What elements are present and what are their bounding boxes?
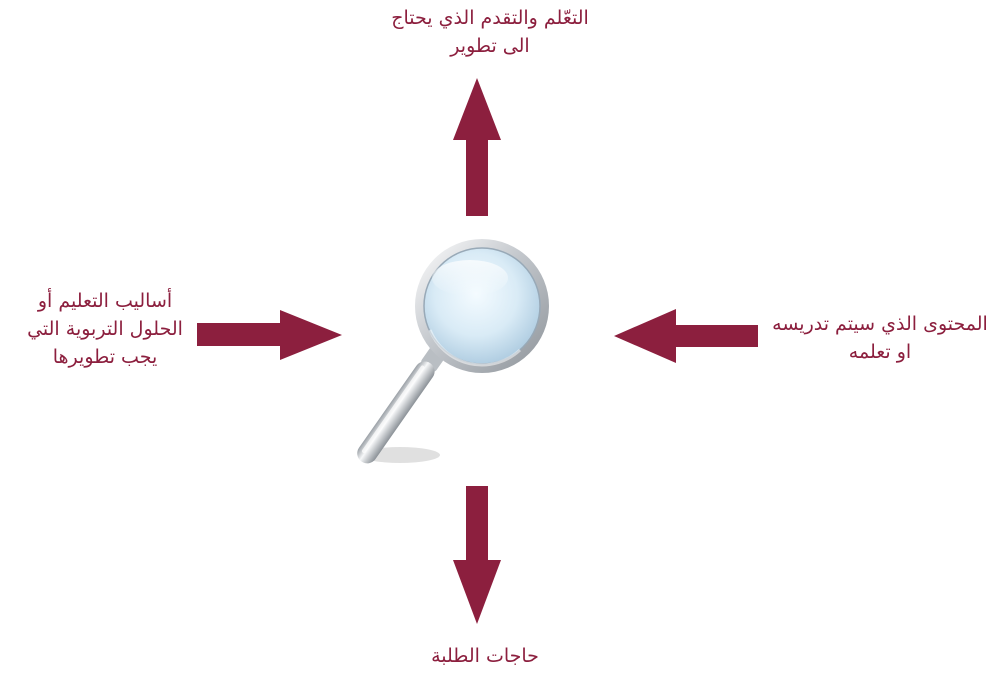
label-left: أساليب التعليم أو الحلول التربوية التي ي… [5,287,205,371]
arrow-from-left [197,310,342,360]
label-right-line-1: المحتوى الذي سيتم تدريسه [772,313,988,335]
arrow-up [453,78,501,216]
label-left-line-1: أساليب التعليم أو [37,290,173,312]
label-top: التعّلم والتقدم الذي يحتاج الى تطوير [330,4,650,60]
label-left-line-2: الحلول التربوية التي [27,318,183,340]
label-bottom: حاجات الطلبة [380,642,590,670]
label-left-line-3: يجب تطويرها [52,346,158,368]
label-right: المحتوى الذي سيتم تدريسه او تعلمه [760,310,1000,366]
label-right-line-2: او تعلمه [848,341,912,363]
label-top-line-2: الى تطوير [450,35,530,57]
magnifying-glass-icon [357,239,549,464]
arrow-from-right [614,309,758,363]
label-bottom-line-1: حاجات الطلبة [431,645,539,667]
arrow-down [453,486,501,624]
label-top-line-1: التعّلم والتقدم الذي يحتاج [391,7,589,29]
